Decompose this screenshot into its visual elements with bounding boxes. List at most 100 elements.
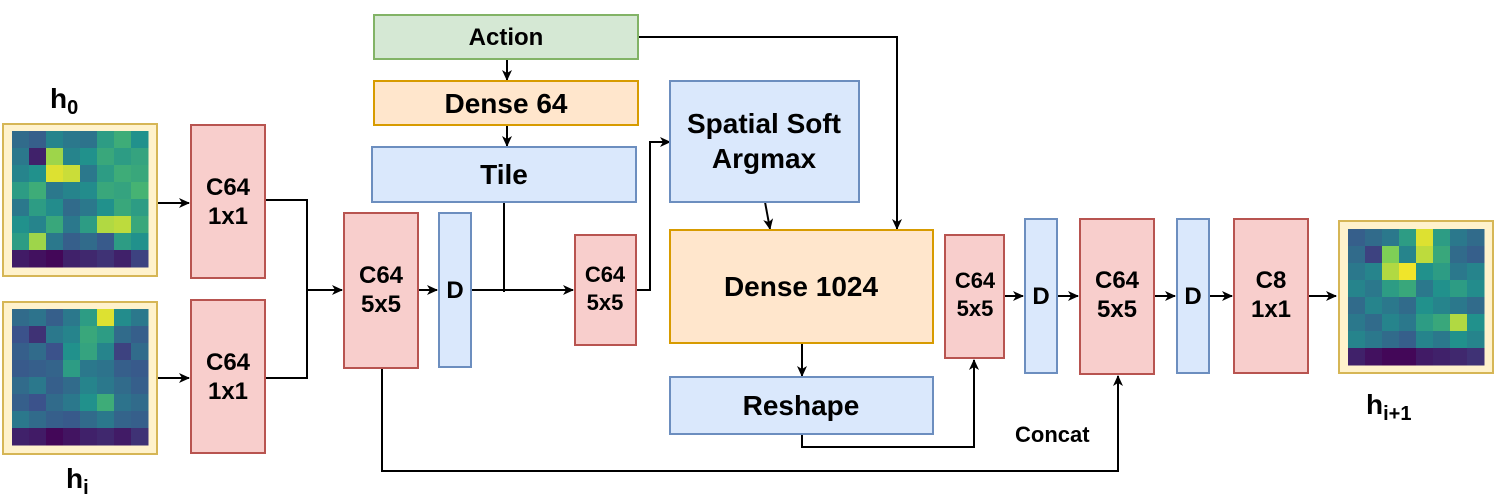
heatmap-cell [1416, 263, 1434, 281]
heatmap-cell [80, 250, 98, 268]
heatmap-h0 [12, 131, 149, 268]
heatmap-cell [1365, 280, 1383, 298]
conv-c64-5x5-merge-label-line1: C64 [359, 262, 404, 289]
heatmap-cell [1450, 331, 1468, 349]
heatmap-cell [1433, 229, 1451, 247]
label-h0-sub: 0 [67, 97, 78, 119]
heatmap-cell [1348, 246, 1366, 264]
heatmap-cell [46, 394, 64, 412]
heatmap-cell [29, 250, 47, 268]
heatmap-cell [97, 182, 115, 200]
heatmap-cell [46, 131, 64, 149]
heatmap-cell [114, 326, 132, 344]
heatmap-cell [1450, 280, 1468, 298]
heatmap-cell [29, 216, 47, 234]
spatial-soft-argmax-label-line1: Spatial Soft [687, 108, 841, 139]
heatmap-cell [97, 250, 115, 268]
heatmap-cell [63, 428, 81, 446]
heatmap-cell [80, 131, 98, 149]
heatmap-cell [131, 394, 149, 412]
heatmap-cell [1382, 280, 1400, 298]
heatmap-cell [63, 165, 81, 183]
heatmap-cell [12, 250, 30, 268]
heatmap-cell [29, 148, 47, 166]
heatmap-cell [1382, 229, 1400, 247]
heatmap-cell [1399, 348, 1417, 366]
heatmap-cell [97, 326, 115, 344]
heatmap-cell [131, 411, 149, 429]
heatmap-cell [1399, 314, 1417, 332]
heatmap-cell [1365, 297, 1383, 315]
heatmap-cell [1433, 331, 1451, 349]
heatmap-cell [131, 148, 149, 166]
conv-c64-5x5-mid-label-line2: 5x5 [587, 290, 624, 315]
heatmap-cell [114, 428, 132, 446]
tile-label: Tile [480, 159, 528, 190]
label-h0: h0 [50, 83, 78, 119]
heatmap-cell [1365, 229, 1383, 247]
heatmap-cell [1382, 331, 1400, 349]
heatmap-cell [46, 343, 64, 361]
heatmap-cell [114, 148, 132, 166]
heatmap-cell [29, 309, 47, 327]
heatmap-cell [131, 182, 149, 200]
heatmap-cell [12, 182, 30, 200]
heatmap-cell [1348, 331, 1366, 349]
heatmap-cell [12, 394, 30, 412]
heatmap-cell [1433, 297, 1451, 315]
dropout-d1 [438, 212, 472, 368]
heatmap-cell [12, 165, 30, 183]
label-hi-sub: i [83, 477, 89, 499]
reshape-block [669, 376, 934, 435]
heatmap-cell [97, 199, 115, 217]
heatmap-cell [131, 131, 149, 149]
dropout-d2-label: D [1032, 283, 1049, 310]
conv-c8-1x1-out [1233, 218, 1309, 374]
heatmap-cell [1450, 348, 1468, 366]
tile-block [371, 146, 637, 203]
heatmap-cell [1416, 297, 1434, 315]
heatmap-cell [12, 216, 30, 234]
heatmap-cell [1365, 331, 1383, 349]
heatmap-cell [114, 377, 132, 395]
heatmap-cell [1348, 263, 1366, 281]
heatmap-cell [63, 131, 81, 149]
heatmap-cell [46, 148, 64, 166]
heatmap-cell [63, 199, 81, 217]
heatmap-cell [131, 343, 149, 361]
heatmap-cell [1450, 263, 1468, 281]
conv-c64-5x5-merge [343, 212, 419, 369]
heatmap-cell [1450, 314, 1468, 332]
heatmap-cell [131, 309, 149, 327]
heatmap-cell [46, 377, 64, 395]
connectors [157, 36, 1337, 472]
conv-c64-1x1-bottom-label-line2: 1x1 [208, 378, 248, 405]
heatmap-cell [63, 216, 81, 234]
heatmap-cell [63, 148, 81, 166]
heatmap-cell [29, 428, 47, 446]
conv-c64-5x5-concat-label-line2: 5x5 [1097, 296, 1137, 323]
heatmap-cell [131, 165, 149, 183]
heatmap-cell [114, 394, 132, 412]
label-concat: Concat [1015, 422, 1090, 447]
heatmap-cell [1467, 348, 1485, 366]
heatmap-cell [80, 216, 98, 234]
label-hout: hi+1 [1366, 389, 1411, 425]
heatmap-cell [97, 216, 115, 234]
arrow-spatial-to-dense1024 [763, 201, 774, 230]
heatmap-cell [63, 182, 81, 200]
conv-c64-5x5-after-label-line2: 5x5 [957, 296, 994, 321]
arrow-conv-mid-to-spatial [636, 137, 671, 291]
heatmap-cell [114, 360, 132, 378]
heatmap-cell [131, 377, 149, 395]
heatmap-cell [46, 199, 64, 217]
conv-c64-5x5-mid [574, 234, 637, 346]
heatmap-cell [80, 148, 98, 166]
label-hi-base: h [66, 463, 83, 494]
heatmap-cell [114, 216, 132, 234]
dense64-label: Dense 64 [445, 88, 568, 119]
heatmap-cell [114, 182, 132, 200]
heatmap-cell [131, 250, 149, 268]
heatmap-hi [12, 309, 149, 446]
